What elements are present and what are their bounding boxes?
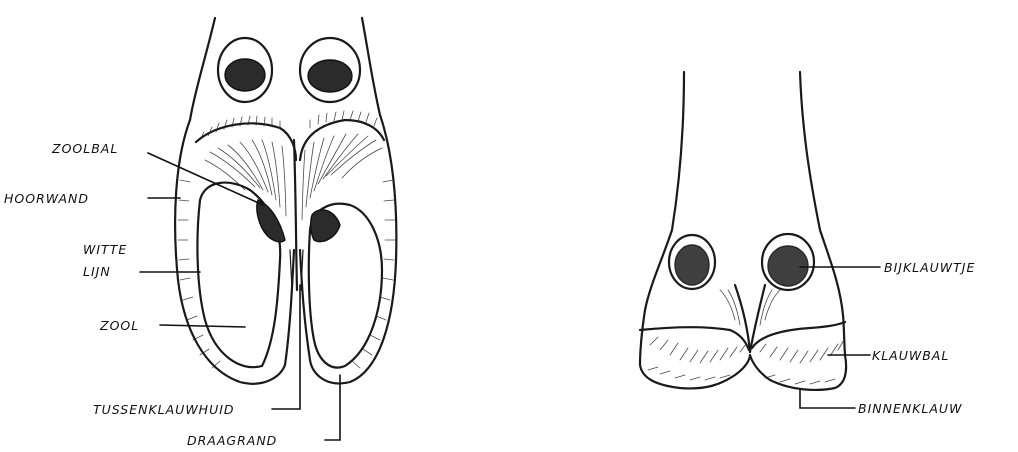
sole-view-labels: ZOOLBAL HOORWAND WITTE LIJN ZOOL TUSSENK…: [4, 141, 277, 448]
label-binnenklauw: BINNENKLAUW: [858, 401, 962, 416]
label-hoorwand: HOORWAND: [4, 191, 89, 206]
rear-view-leaders: [800, 267, 880, 408]
rear-view-labels: BIJKLAUWTJE KLAUWBAL BINNENKLAUW: [858, 260, 975, 416]
label-draagrand: DRAAGRAND: [187, 433, 277, 448]
label-tussenklauwhuid: TUSSENKLAUWHUID: [93, 402, 235, 417]
sole-view-drawing: [175, 18, 396, 384]
label-klauwbal: KLAUWBAL: [872, 348, 949, 363]
top-dewclaw-right: [300, 38, 360, 102]
rear-dewclaw-left: [669, 235, 715, 289]
top-dewclaw-left: [218, 38, 272, 102]
label-zool: ZOOL: [99, 318, 139, 333]
label-bijklauwtje: BIJKLAUWTJE: [884, 260, 975, 275]
label-zoolbal: ZOOLBAL: [51, 141, 118, 156]
rear-dewclaw-right: [762, 234, 814, 290]
rear-view-drawing: [640, 72, 846, 390]
label-lijn: LIJN: [83, 264, 111, 279]
left-claw-wall: [175, 120, 294, 384]
label-witte: WITTE: [83, 242, 127, 257]
